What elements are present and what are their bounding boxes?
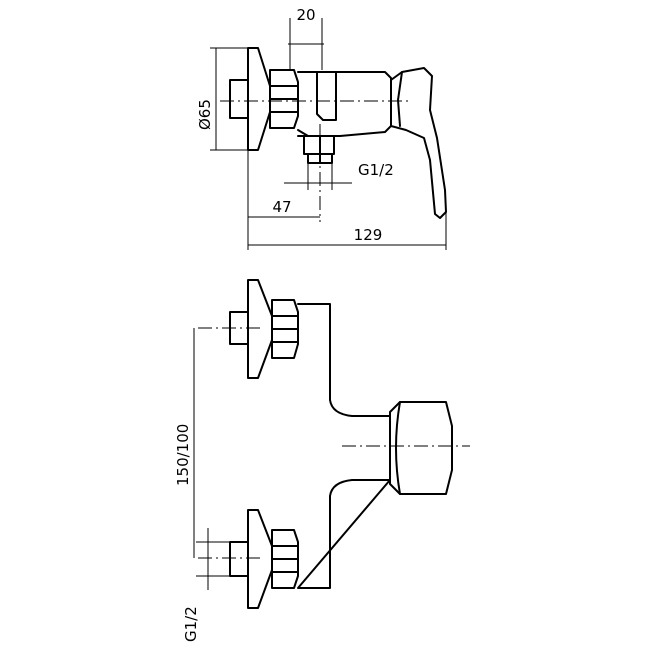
dim-129-label: 129 [354, 226, 383, 244]
front-handle-knob [389, 401, 453, 495]
dim-47-label: 47 [272, 198, 291, 216]
front-lower-flange [247, 509, 273, 609]
dim-g12-front-label: G1/2 [182, 606, 200, 642]
dim-65-label: Ø65 [196, 99, 214, 130]
side-wall-flange [247, 47, 271, 151]
front-mixer-body [297, 303, 391, 589]
dim-g12-side-label: G1/2 [358, 161, 394, 179]
side-view: 20 Ø65 G1/2 47 129 [196, 6, 447, 250]
front-view: 150/100 G1/2 [174, 279, 470, 642]
dim-20-label: 20 [296, 6, 315, 24]
side-outlet-nipple [303, 135, 335, 164]
front-upper-flange [247, 279, 273, 379]
front-handle-detail [395, 401, 401, 495]
front-upper-hex-nut [271, 299, 299, 359]
side-lever-detail [397, 71, 403, 127]
side-body-window [316, 71, 337, 121]
side-valve-body [297, 71, 392, 137]
front-lower-inlet-stub [229, 541, 249, 577]
side-inlet-stub [229, 79, 249, 119]
side-body-detail [297, 129, 309, 137]
side-hex-nut [269, 69, 299, 129]
front-lower-hex-nut [271, 529, 299, 589]
dim-150-label: 150/100 [174, 424, 192, 486]
side-lever-handle [390, 67, 447, 219]
